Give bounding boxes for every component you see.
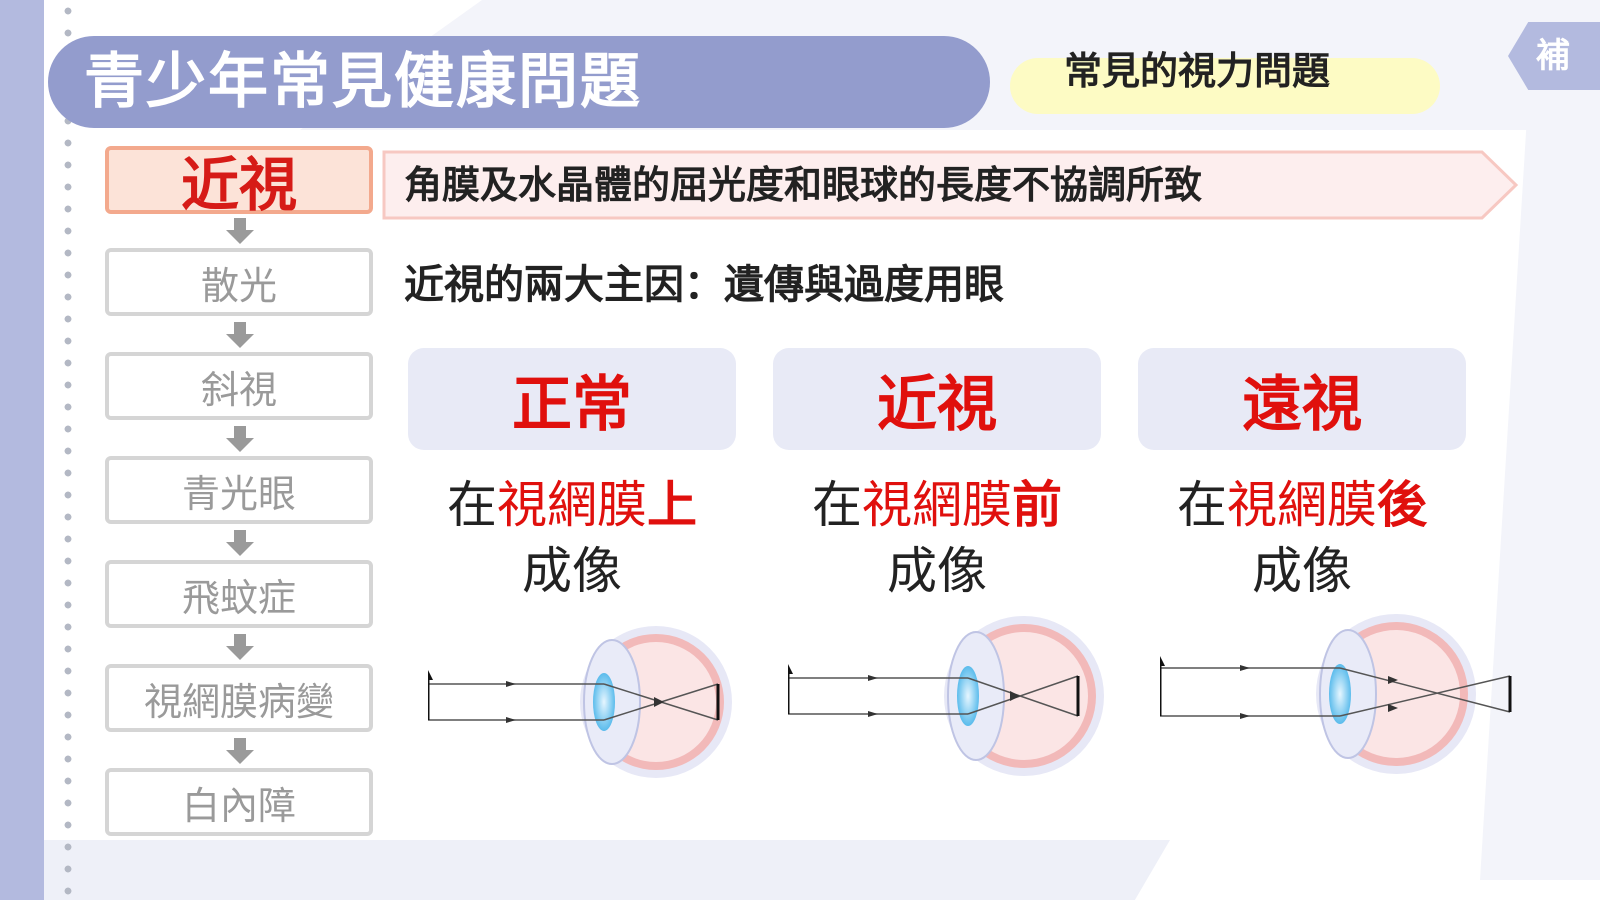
desc-hyperopia: 在視網膜後 成像 (1177, 476, 1427, 600)
title-banner (48, 36, 990, 128)
definition-banner (382, 150, 1519, 220)
down-arrow-icon (226, 634, 254, 660)
eye-diagram-hyperopia (1160, 614, 1512, 774)
down-arrow-icon (226, 426, 254, 452)
down-arrow-icon (226, 218, 254, 244)
down-arrow-icon (226, 738, 254, 764)
desc-myopia: 在視網膜前 成像 (812, 476, 1062, 600)
topic-myopia[interactable]: 近視 (105, 146, 373, 219)
eye-diagram-normal (428, 626, 732, 778)
supplement-tag[interactable] (1508, 22, 1600, 90)
supplement-tag-label: 補 (1536, 36, 1570, 76)
down-arrow-icon (226, 530, 254, 556)
section-label: 常見的視力問題 (1064, 49, 1331, 93)
background-shape-bottom (0, 840, 1170, 900)
heading-myopia: 近視 (773, 348, 1101, 450)
heading-normal: 正常 (408, 348, 736, 450)
heading-hyperopia: 遠視 (1138, 348, 1466, 450)
topic-cataract[interactable]: 白內障 (105, 768, 373, 836)
definition-text: 角膜及水晶體的屈光度和眼球的長度不協調所致 (404, 163, 1203, 207)
eye-diagram-myopia (788, 616, 1104, 776)
left-accent-bar (0, 0, 44, 900)
topic-astigmatism[interactable]: 散光 (105, 248, 373, 316)
dotted-divider (62, 0, 74, 900)
page-title: 青少年常見健康問題 (84, 47, 642, 117)
desc-normal: 在視網膜上 成像 (447, 476, 697, 600)
topic-floaters[interactable]: 飛蚊症 (105, 560, 373, 628)
section-pill (1010, 58, 1440, 114)
topic-glaucoma[interactable]: 青光眼 (105, 456, 373, 524)
down-arrow-icon (226, 322, 254, 348)
topic-retinopathy[interactable]: 視網膜病變 (105, 664, 373, 732)
causes-text: 近視的兩大主因：遺傳與過度用眼 (404, 262, 1004, 308)
topic-strabismus[interactable]: 斜視 (105, 352, 373, 420)
